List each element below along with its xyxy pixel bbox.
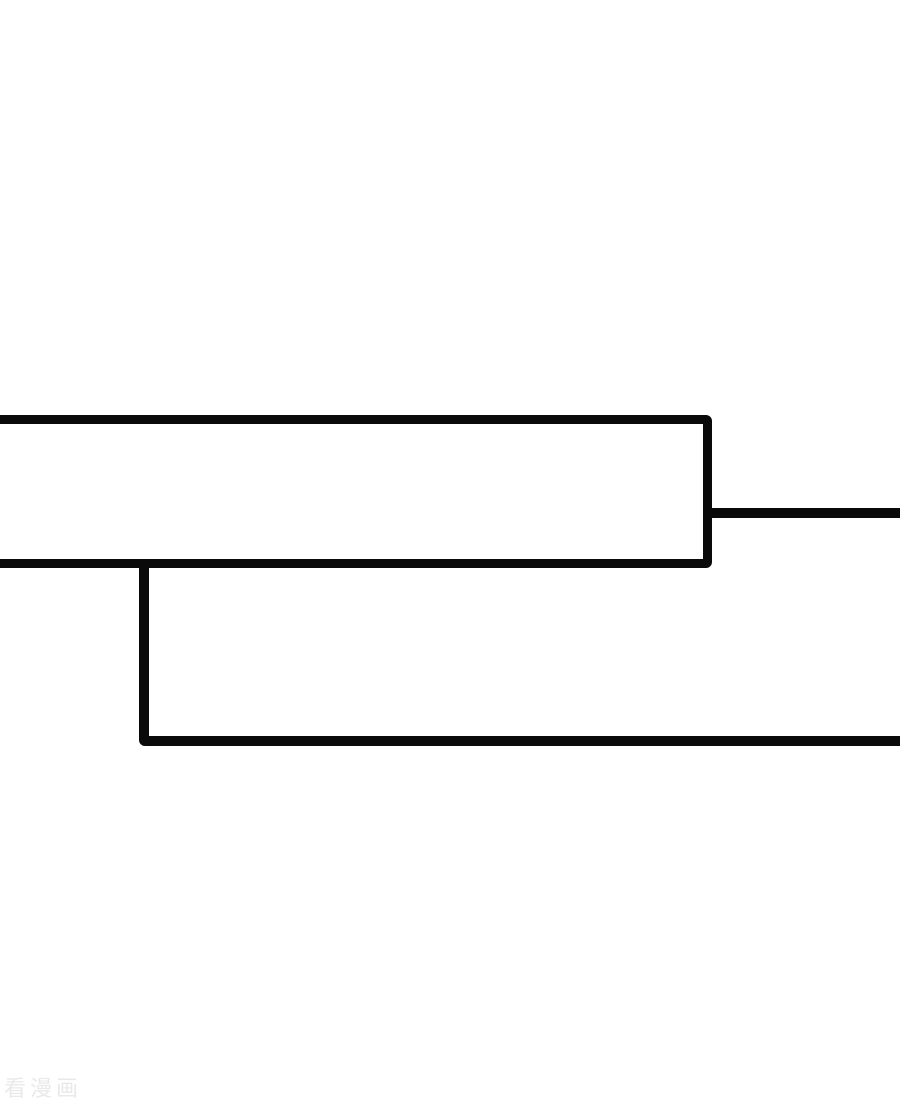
watermark-text: 看漫画 [4,1077,83,1102]
manga-panel-top [0,415,712,568]
